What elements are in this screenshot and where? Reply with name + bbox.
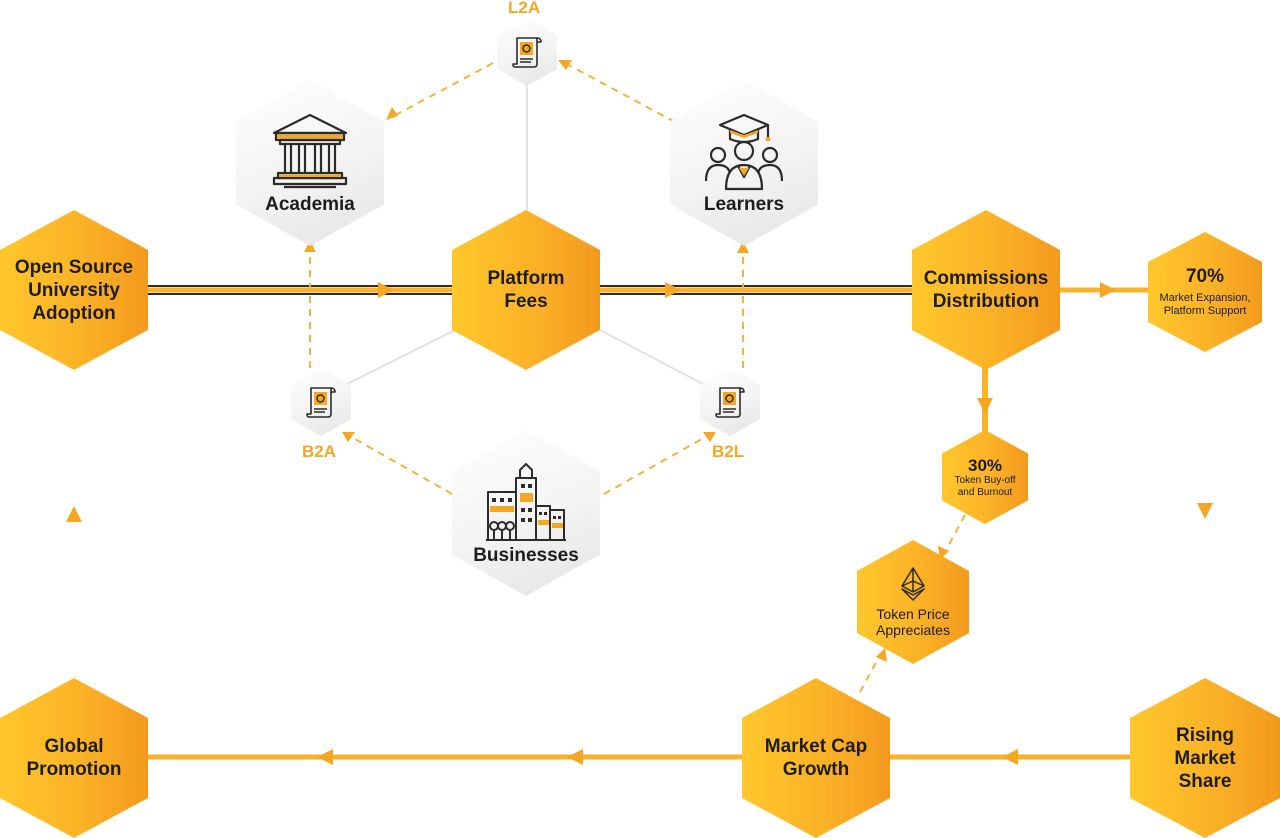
arrow-head (665, 282, 681, 298)
dashed-connector (389, 62, 494, 119)
l2a-document-node (497, 18, 557, 86)
arrow-head (737, 241, 749, 253)
token-price-label: Token Price Appreciates (876, 606, 950, 638)
arrow-head (378, 282, 394, 298)
share-70-value: 70% (1185, 266, 1225, 287)
b2a-label: B2A (302, 442, 337, 461)
document-icon (715, 387, 745, 418)
open-source-label: Open Source University Adoption (14, 256, 134, 324)
market-cap-label: Market Cap Growth (764, 736, 868, 780)
market-cap-node: Market Cap Growth (742, 678, 890, 838)
share-70-node: 70% Market Expansion, Platform Support (1148, 232, 1262, 352)
document-icon (306, 387, 336, 418)
businesses-label: Businesses (473, 544, 579, 566)
open-source-adoption-node: Open Source University Adoption (0, 210, 148, 370)
token-price-node: Token Price Appreciates (857, 540, 969, 664)
arrow-head (567, 749, 583, 765)
document-icon (512, 37, 542, 68)
dashed-connector (603, 434, 710, 495)
dashed-connector (944, 514, 966, 553)
global-promotion-label: Global Promotion (26, 736, 122, 780)
arrow-head (342, 432, 355, 442)
arrow-head (977, 398, 993, 414)
arrow-head (876, 648, 887, 662)
dashed-connector (564, 62, 676, 123)
arrow-head (386, 107, 398, 120)
b2l-document-node (700, 368, 760, 436)
commissions-label: Commissions Distribution (923, 268, 1049, 312)
arrow-head (317, 749, 333, 765)
grey-connector (344, 329, 456, 386)
academia-label: Academia (265, 193, 355, 215)
buildings-icon (486, 462, 566, 541)
learners-node: Learners (670, 80, 818, 246)
learners-label: Learners (703, 193, 785, 215)
institution-icon (272, 113, 348, 188)
ethereum-icon (901, 567, 925, 601)
arrow-head (1002, 749, 1018, 765)
arrow-head (1100, 282, 1116, 298)
share-30-description: Token Buy-off and Burnout (954, 474, 1016, 498)
arrow-head (703, 432, 716, 442)
share-30-value: 30% (967, 455, 1003, 475)
graduates-icon (704, 113, 784, 190)
rising-market-share-label: Rising Market Share (1174, 724, 1236, 792)
global-promotion-node: Global Promotion (0, 678, 148, 838)
b2l-label: B2L (712, 442, 745, 461)
dashed-connector (347, 434, 453, 495)
platform-fees-label: Platform Fees (487, 268, 565, 312)
grey-connector (599, 329, 706, 386)
arrow-head (66, 506, 82, 522)
arrow-head (558, 60, 572, 70)
rising-market-share-node: Rising Market Share (1130, 678, 1280, 838)
share-70-description: Market Expansion, Platform Support (1159, 292, 1251, 317)
l2a-label: L2A (508, 0, 541, 17)
b2a-document-node (291, 368, 351, 436)
arrow-head (304, 240, 316, 252)
arrow-head (1197, 503, 1213, 519)
dashed-connector (859, 654, 881, 693)
